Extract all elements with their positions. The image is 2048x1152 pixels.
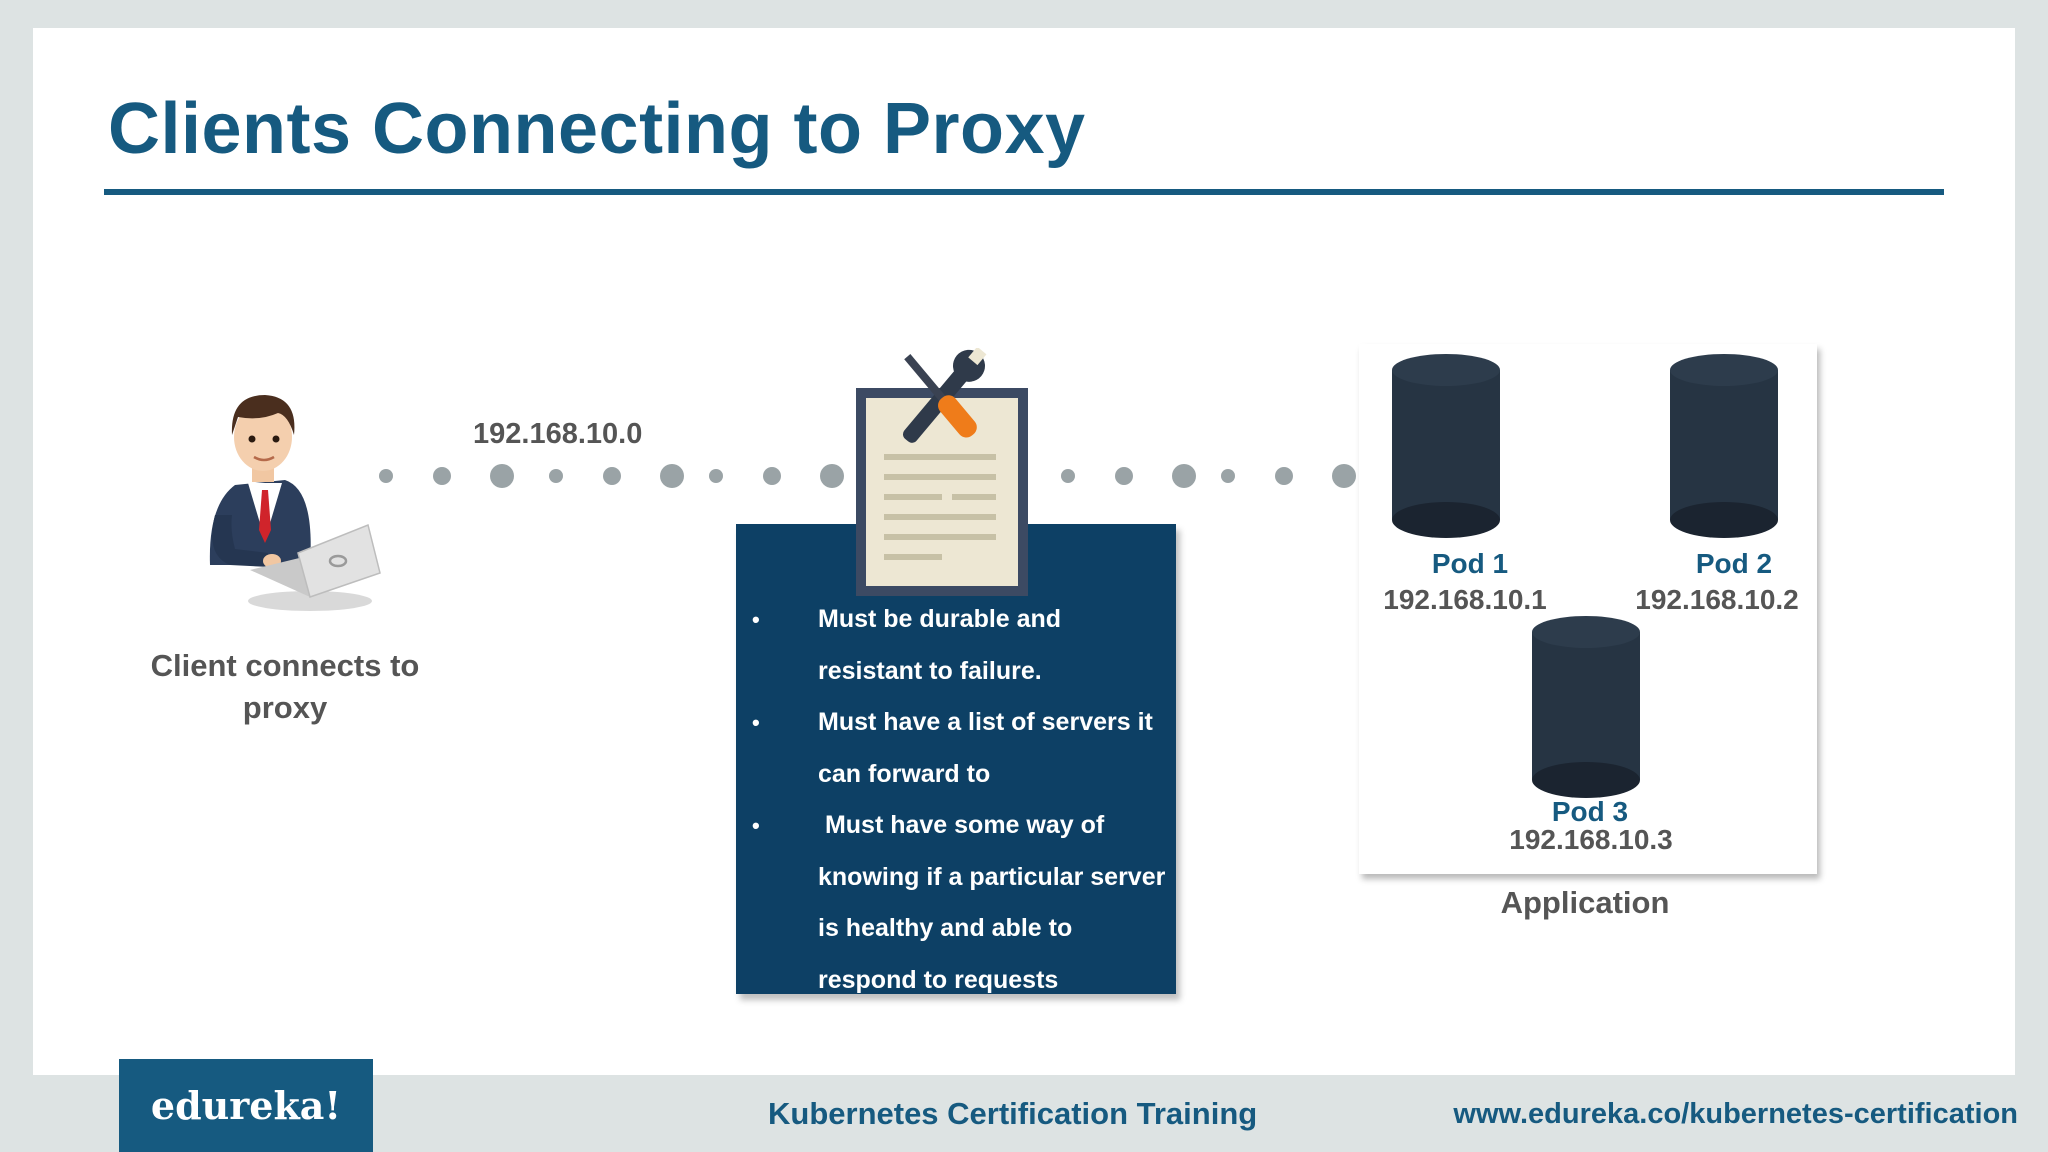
pod-3-ip: 192.168.10.3 (1509, 824, 1673, 855)
client-ip-label: 192.168.10.0 (473, 418, 643, 450)
proxy-requirements-box: • Must be durable and resistant to failur… (736, 524, 1176, 994)
connector-dot (763, 467, 781, 485)
connector-dot (433, 467, 451, 485)
slide-title: Clients Connecting to Proxy (108, 89, 1086, 169)
connector-dot (379, 469, 393, 483)
connector-dot (1172, 464, 1196, 488)
footer-course-title: Kubernetes Certification Training (768, 1096, 1258, 1131)
title-divider (104, 189, 1944, 195)
requirement-text: Must be durable and resistant to failure… (818, 605, 1062, 685)
connector-dot (709, 469, 723, 483)
edureka-logo: edureka! (119, 1059, 373, 1152)
requirement-text: Must have some way of knowing if a parti… (818, 811, 1173, 994)
pod-2-database-icon (1670, 354, 1778, 538)
footer-url: www.edureka.co/kubernetes-certification (1453, 1098, 2018, 1130)
client-caption: Client connects to proxy (130, 645, 440, 729)
bullet-marker: • (752, 607, 760, 632)
pod-1-database-icon (1392, 354, 1500, 538)
connector-dot (1115, 467, 1133, 485)
requirement-text: Must have a list of servers it can forwa… (818, 708, 1153, 788)
proxy-clipboard-tools-icon (856, 348, 1028, 596)
application-caption: Application (1500, 885, 1670, 920)
connector-dot (660, 464, 684, 488)
connector-dot (820, 464, 844, 488)
pod-1-ip: 192.168.10.1 (1383, 584, 1547, 615)
pod-3-name: Pod 3 (1551, 796, 1629, 827)
connector-dot (549, 469, 563, 483)
bullet-marker: • (752, 813, 760, 838)
connector-dot (1221, 469, 1235, 483)
pod-2-ip: 192.168.10.2 (1635, 584, 1799, 615)
pod-2-name: Pod 2 (1695, 548, 1773, 579)
logo-text: edureka! (150, 1083, 342, 1128)
client-caption-line1: Client connects to (150, 648, 420, 683)
connector-dot (603, 467, 621, 485)
pod-3-database-icon (1532, 616, 1640, 798)
proxy-requirements-list: • Must be durable and resistant to failur… (736, 594, 1176, 1006)
pod-1-name: Pod 1 (1431, 548, 1509, 579)
requirement-item: • Must be durable and resistant to failur… (736, 594, 1176, 697)
connector-dot (1332, 464, 1356, 488)
client-person-icon (209, 395, 381, 611)
connector-dot (1275, 467, 1293, 485)
client-caption-line2: proxy (242, 690, 328, 725)
bullet-marker: • (752, 710, 760, 735)
connector-dot (1061, 469, 1075, 483)
requirement-item: • Must have a list of servers it can forw… (736, 697, 1176, 800)
connector-dot (490, 464, 514, 488)
requirement-item: • Must have some way of knowing if a par… (736, 800, 1176, 1006)
